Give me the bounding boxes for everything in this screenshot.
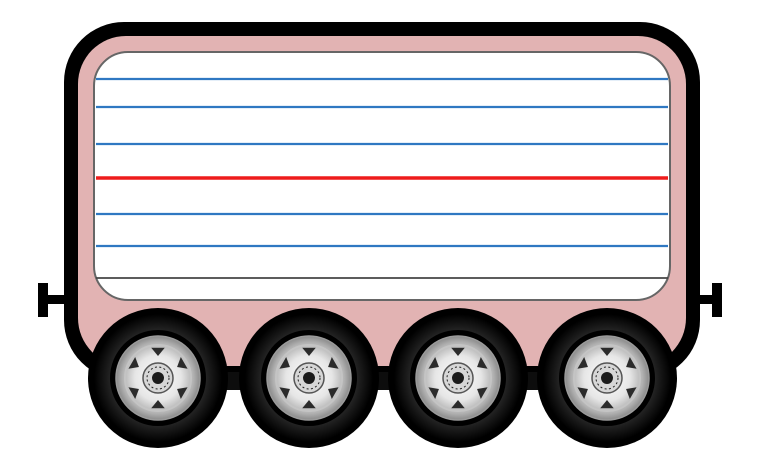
wheel-vent: [128, 357, 139, 369]
wheel-vent: [600, 347, 614, 356]
right-coupler: [690, 283, 722, 317]
wheel-vent: [428, 357, 439, 369]
wheel-vent: [428, 387, 439, 399]
wheel: [239, 308, 379, 448]
wheel-vent: [577, 357, 588, 369]
left-coupler: [38, 283, 68, 317]
wheel: [88, 308, 228, 448]
wheel-hub: [152, 372, 164, 384]
wheel-vent: [302, 347, 316, 356]
wheel-hub: [303, 372, 315, 384]
wheel-vent: [328, 357, 339, 369]
lined-writing-panel: [93, 51, 671, 301]
wheel: [388, 308, 528, 448]
wheel-vent: [577, 387, 588, 399]
wheel-vent: [151, 400, 165, 409]
wheel-vent: [477, 387, 488, 399]
wheel-vent: [279, 357, 290, 369]
wheel-vent: [626, 357, 637, 369]
wheel-vent: [151, 347, 165, 356]
wheel-vent: [451, 347, 465, 356]
wheel: [537, 308, 677, 448]
wheel-vent: [626, 387, 637, 399]
wheel-vent: [451, 400, 465, 409]
wheel-vent: [128, 387, 139, 399]
wheel-vent: [477, 357, 488, 369]
wheel-vent: [328, 387, 339, 399]
wheel-hub: [452, 372, 464, 384]
wheel-vent: [177, 357, 188, 369]
wheel-vent: [279, 387, 290, 399]
wheel-vent: [302, 400, 316, 409]
wheel-vent: [600, 400, 614, 409]
wheel-vent: [177, 387, 188, 399]
wheel-hub: [601, 372, 613, 384]
